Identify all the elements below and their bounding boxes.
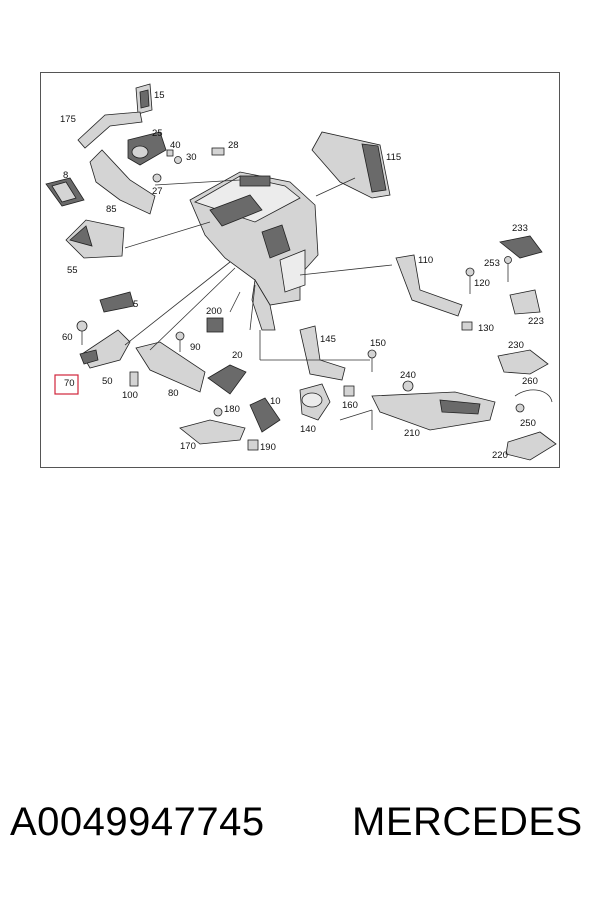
part-8 — [45, 177, 85, 207]
part-115 — [311, 131, 391, 199]
part-150 — [367, 349, 377, 372]
highlight-box — [54, 374, 79, 395]
label-210: 210 — [404, 428, 420, 439]
label-140: 140 — [300, 424, 316, 435]
label-233: 233 — [512, 223, 528, 234]
part-number-text: A0049947745 — [10, 800, 265, 844]
part-70 — [79, 349, 99, 365]
label-40: 40 — [170, 140, 181, 151]
label-5: 5 — [133, 299, 138, 310]
part-220 — [505, 431, 557, 461]
label-145: 145 — [320, 334, 336, 345]
part-28 — [211, 147, 225, 156]
label-240: 240 — [400, 370, 416, 381]
part-190 — [247, 439, 259, 451]
label-10: 10 — [270, 396, 281, 407]
part-85 — [89, 149, 156, 215]
label-180: 180 — [224, 404, 240, 415]
hvac-housing — [189, 171, 319, 331]
label-200: 200 — [206, 306, 222, 317]
brand-text: MERCEDES — [352, 800, 583, 844]
label-150: 150 — [370, 338, 386, 349]
label-253: 253 — [484, 258, 500, 269]
part-170 — [179, 419, 246, 445]
label-100: 100 — [122, 390, 138, 401]
label-115: 115 — [386, 152, 401, 163]
label-27: 27 — [152, 186, 163, 197]
label-8: 8 — [63, 170, 68, 181]
label-25: 25 — [152, 128, 163, 139]
part-180 — [213, 407, 223, 417]
part-120 — [465, 267, 475, 294]
label-70: 70 — [64, 378, 75, 389]
label-170: 170 — [180, 441, 196, 452]
part-110 — [395, 254, 463, 317]
label-250: 250 — [520, 418, 536, 429]
part-55 — [65, 219, 125, 259]
part-233 — [499, 235, 543, 259]
part-160 — [343, 385, 355, 397]
label-55: 55 — [67, 265, 78, 276]
label-190: 190 — [260, 442, 276, 453]
label-28: 28 — [228, 140, 239, 151]
part-223 — [509, 289, 541, 315]
label-80: 80 — [168, 388, 179, 399]
part-40 — [166, 149, 174, 157]
callout-labels: 15 175 25 40 30 27 28 8 85 55 115 233 25… — [60, 90, 544, 461]
label-220: 220 — [492, 450, 508, 461]
part-15 — [135, 83, 153, 115]
part-250 — [515, 403, 525, 413]
label-260: 260 — [522, 376, 538, 387]
label-90: 90 — [190, 342, 201, 353]
label-110: 110 — [418, 255, 433, 266]
label-15: 15 — [154, 90, 165, 101]
part-27 — [152, 173, 162, 183]
part-130 — [461, 321, 473, 331]
label-120: 120 — [474, 278, 490, 289]
part-260 — [514, 389, 553, 403]
label-30: 30 — [186, 152, 197, 163]
label-223: 223 — [528, 316, 544, 327]
label-60: 60 — [62, 332, 73, 343]
label-130: 130 — [478, 323, 494, 334]
label-230: 230 — [508, 340, 524, 351]
label-85: 85 — [106, 204, 117, 215]
label-160: 160 — [342, 400, 358, 411]
part-175 — [77, 111, 143, 149]
part-10 — [249, 397, 281, 433]
part-60 — [76, 320, 88, 345]
part-230 — [497, 349, 549, 375]
label-20: 20 — [232, 350, 243, 361]
part-240 — [402, 380, 414, 392]
part-20 — [207, 364, 247, 395]
part-25 — [127, 131, 167, 166]
label-175: 175 — [60, 114, 76, 125]
part-253 — [504, 256, 512, 282]
part-80 — [135, 341, 206, 393]
leader-lines — [124, 177, 393, 430]
part-5 — [99, 291, 135, 313]
part-200 — [206, 317, 224, 333]
label-50: 50 — [102, 376, 113, 387]
part-210 — [371, 391, 496, 431]
part-140 — [299, 383, 331, 421]
diagram-frame — [40, 72, 560, 468]
part-100 — [129, 371, 139, 387]
part-30 — [174, 156, 182, 164]
part-145 — [299, 325, 346, 381]
part-90 — [175, 331, 185, 352]
